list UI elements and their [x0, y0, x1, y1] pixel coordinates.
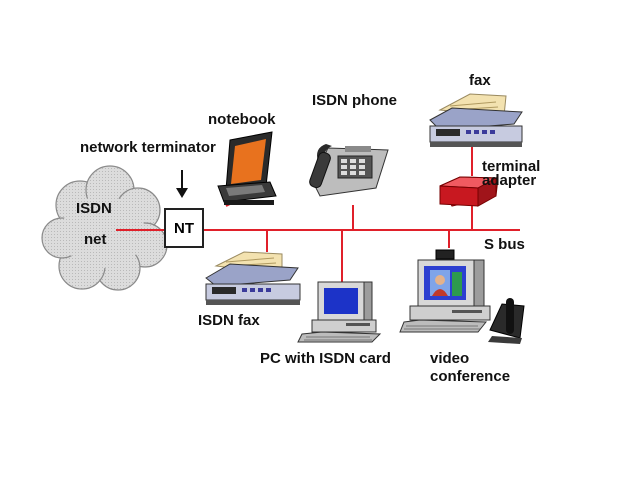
network-terminator-box: NT — [164, 208, 204, 248]
isdn-net-label-line2: net — [84, 231, 107, 248]
phone-icon — [309, 144, 389, 197]
s-bus-label: S bus — [484, 236, 525, 253]
notebook-icon — [217, 131, 277, 205]
nt-label: NT — [174, 219, 194, 237]
terminal-adapter-icon — [439, 176, 499, 207]
video-conference-icon — [399, 249, 525, 344]
terminal-adapter-label-line2: adapter — [482, 172, 537, 189]
video-conference-label-line2: conference — [430, 368, 511, 385]
terminal-adapter-label-line1: terminal — [482, 158, 541, 175]
pc-with-isdn-card-label: PC with ISDN card — [260, 350, 391, 367]
notebook-label: notebook — [208, 111, 276, 128]
isdn-net-label-line1: ISDN — [76, 200, 112, 217]
network-terminator-label: network terminator — [80, 139, 216, 156]
isdn-fax-label: ISDN fax — [198, 312, 260, 329]
fax-icon — [429, 93, 523, 147]
video-conference-label-line1: video — [430, 350, 470, 367]
pc-icon — [297, 281, 382, 343]
isdn-phone-label: ISDN phone — [312, 92, 397, 109]
fax-label: fax — [469, 72, 491, 89]
isdn-fax-icon — [205, 251, 301, 305]
cloud-icon — [41, 165, 168, 291]
arrow-down-icon — [176, 170, 188, 198]
s-bus-line — [116, 145, 520, 282]
